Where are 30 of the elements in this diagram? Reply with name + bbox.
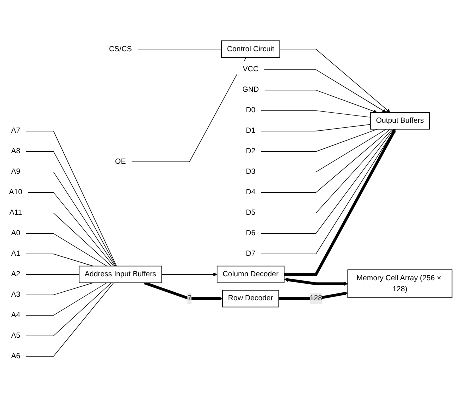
- connector: [26, 233, 108, 267]
- connector: [28, 212, 112, 267]
- connector: [26, 282, 112, 336]
- connector: [260, 129, 394, 234]
- connector: [26, 172, 116, 267]
- connector: [26, 152, 116, 267]
- connector: [260, 129, 396, 254]
- arrow: [264, 70, 387, 113]
- connector: [26, 282, 94, 296]
- connector: [26, 274, 80, 275]
- connector: [260, 129, 391, 194]
- connector: [26, 282, 114, 357]
- connector: [26, 254, 94, 267]
- arrow: [144, 282, 223, 301]
- connector: [28, 192, 114, 267]
- connector: [260, 129, 378, 152]
- connector: [260, 129, 387, 173]
- arrow: [162, 272, 218, 277]
- connector: [137, 49, 222, 50]
- arrow: [279, 292, 348, 300]
- connector: [26, 131, 118, 267]
- arrow: [284, 129, 396, 276]
- arrow: [264, 90, 378, 114]
- connector: [260, 110, 371, 118]
- connector: [131, 58, 247, 162]
- arrow: [284, 278, 348, 286]
- connector: [26, 282, 108, 316]
- arrow: [280, 49, 391, 113]
- connector: [260, 124, 371, 132]
- connector: [260, 129, 393, 214]
